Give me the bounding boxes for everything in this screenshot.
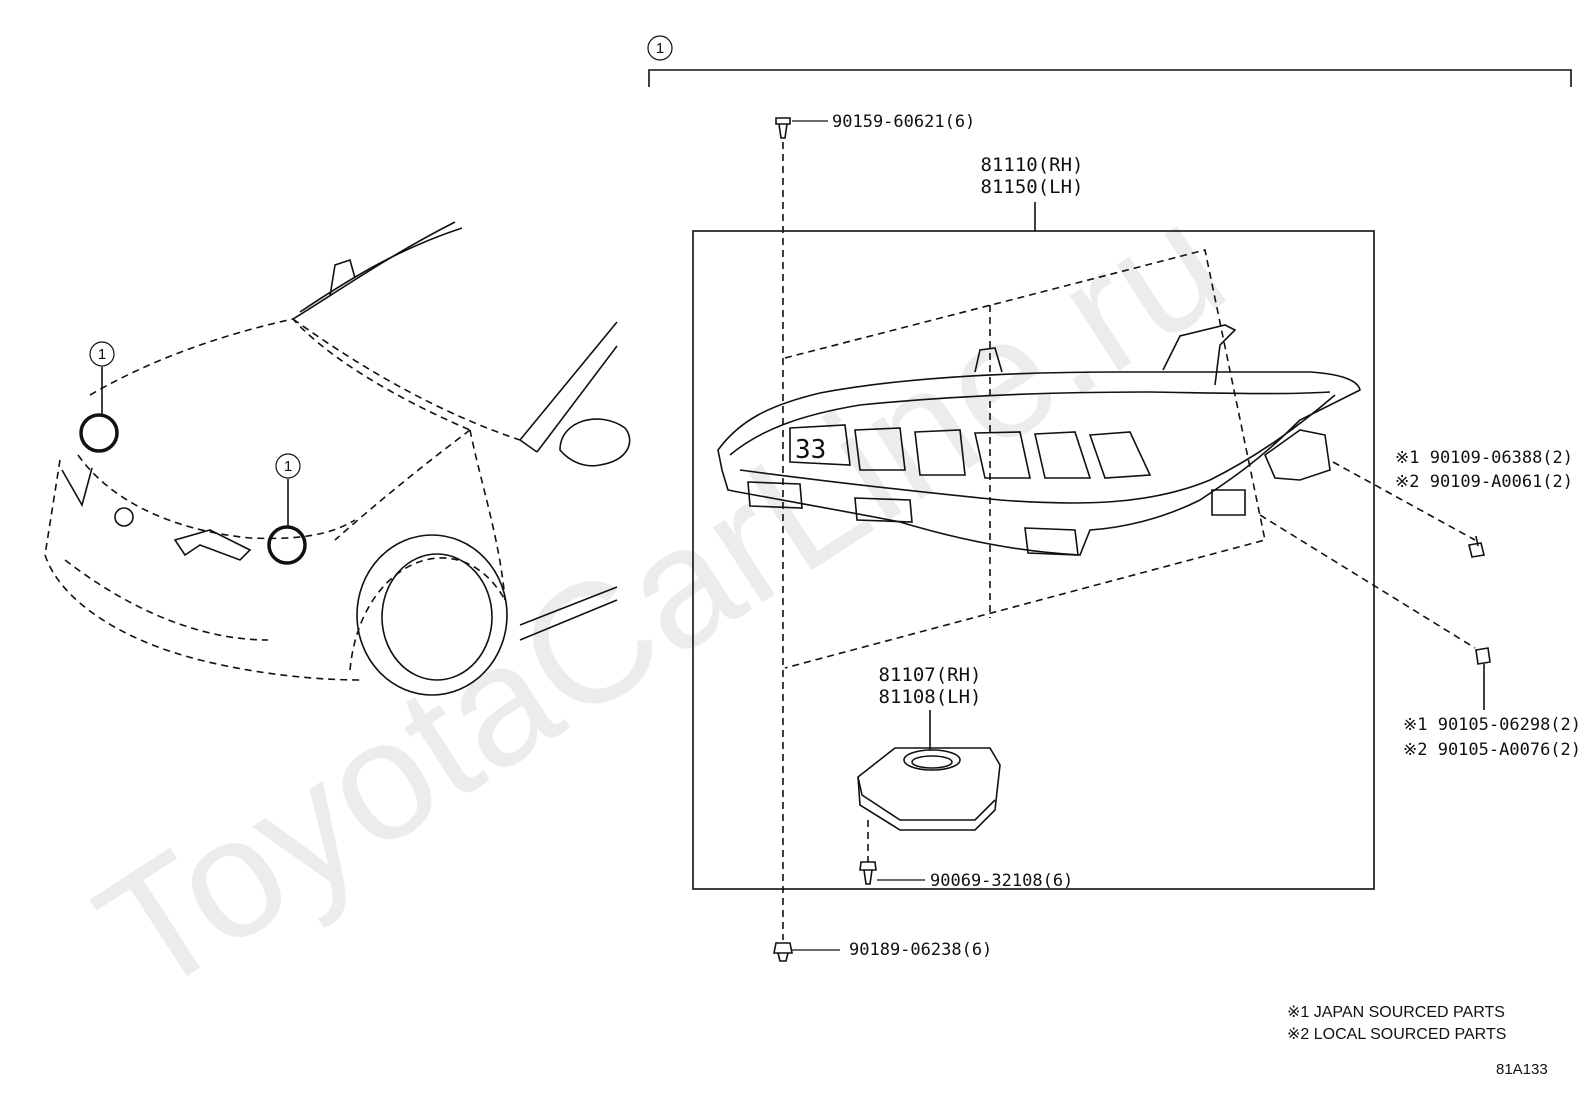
headlamp-assembly-box [692,230,1375,890]
bottom-nut-part: 90189-06238(6) [849,940,992,960]
ballast-drawing [857,747,1001,831]
note-japan-sourced: ※1 JAPAN SOURCED PARTS [1287,1004,1505,1021]
headlamp-part-lh: 81150(LH) [981,176,1084,198]
upper-bolt-part-local: ※2 90109-A0061(2) [1395,472,1573,492]
figure-code: 81A133 [1496,1061,1548,1078]
watermark: ToyotaCarLine.ru [67,167,1256,1031]
top-screw [775,117,791,139]
ballast-screw-part: 90069-32108(6) [930,871,1073,891]
assembly-bracket: 1 [647,35,1572,87]
top-screw-part: 90159-60621(6) [832,112,975,132]
lower-bolt-part-japan: ※1 90105-06298(2) [1403,715,1581,735]
car-marker-label-left: 1 [98,346,106,363]
headlamp-location-marker-left [79,413,119,453]
bottom-nut [773,942,793,962]
lower-bolt [1475,647,1491,665]
vehicle-front-drawing: 1 1 [44,221,631,696]
ballast-part-lh: 81108(LH) [879,686,982,708]
lower-bolt-part-local: ※2 90105-A0076(2) [1403,740,1581,760]
car-marker-label-right: 1 [284,458,292,475]
assembly-marker: 1 [656,40,664,57]
upper-bolt-part-japan: ※1 90109-06388(2) [1395,448,1573,468]
upper-bolt [1468,535,1485,558]
note-local-sourced: ※2 LOCAL SOURCED PARTS [1287,1026,1506,1043]
svg-text:33: 33 [795,435,826,465]
headlamp-part-rh: 81110(RH) [981,154,1084,176]
headlamp-location-marker-right [267,525,307,565]
ballast-part-rh: 81107(RH) [879,664,982,686]
ballast-screw [859,861,877,885]
